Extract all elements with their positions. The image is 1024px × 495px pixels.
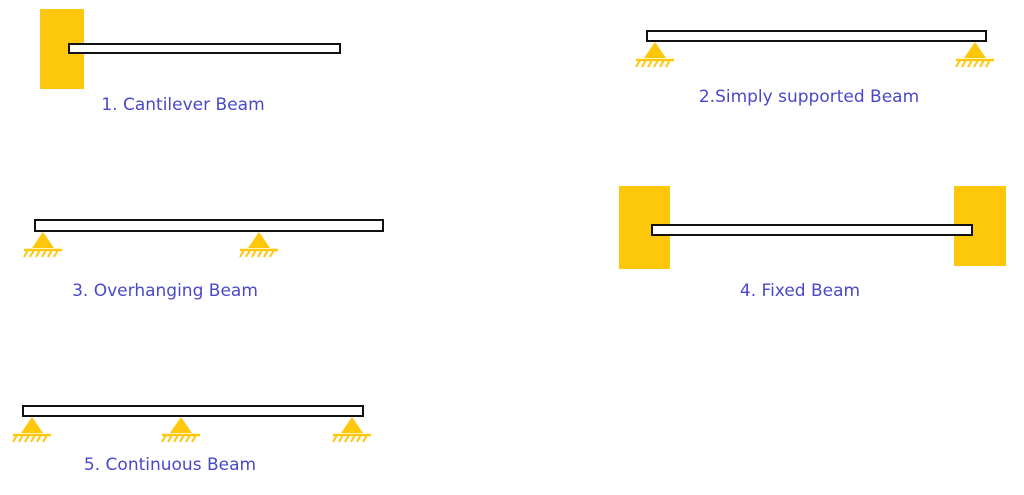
overhanging-beam-diagram [22,219,384,259]
beam-bar [34,219,384,232]
fixed-beam-diagram [619,186,1006,269]
pin-support [238,230,280,259]
simply-supported-beam-label: 2.Simply supported Beam [698,87,920,107]
beam-bar [646,30,987,42]
cantilever-beam-label: 1. Cantilever Beam [101,95,265,115]
pin-support [634,40,676,69]
pin-support [160,415,202,444]
cantilever-beam-diagram [40,9,341,89]
pin-support [954,40,996,69]
pin-support [22,230,64,259]
beam-bar [651,224,973,236]
pin-support [11,415,53,444]
beam-bar [22,405,364,417]
simply-supported-beam-diagram [634,30,996,69]
continuous-beam-label: 5. Continuous Beam [83,455,257,475]
overhanging-beam-label: 3. Overhanging Beam [72,281,258,301]
beam-bar [68,43,341,54]
pin-support [331,415,373,444]
fixed-beam-label: 4. Fixed Beam [739,281,861,301]
continuous-beam-diagram [11,405,373,444]
